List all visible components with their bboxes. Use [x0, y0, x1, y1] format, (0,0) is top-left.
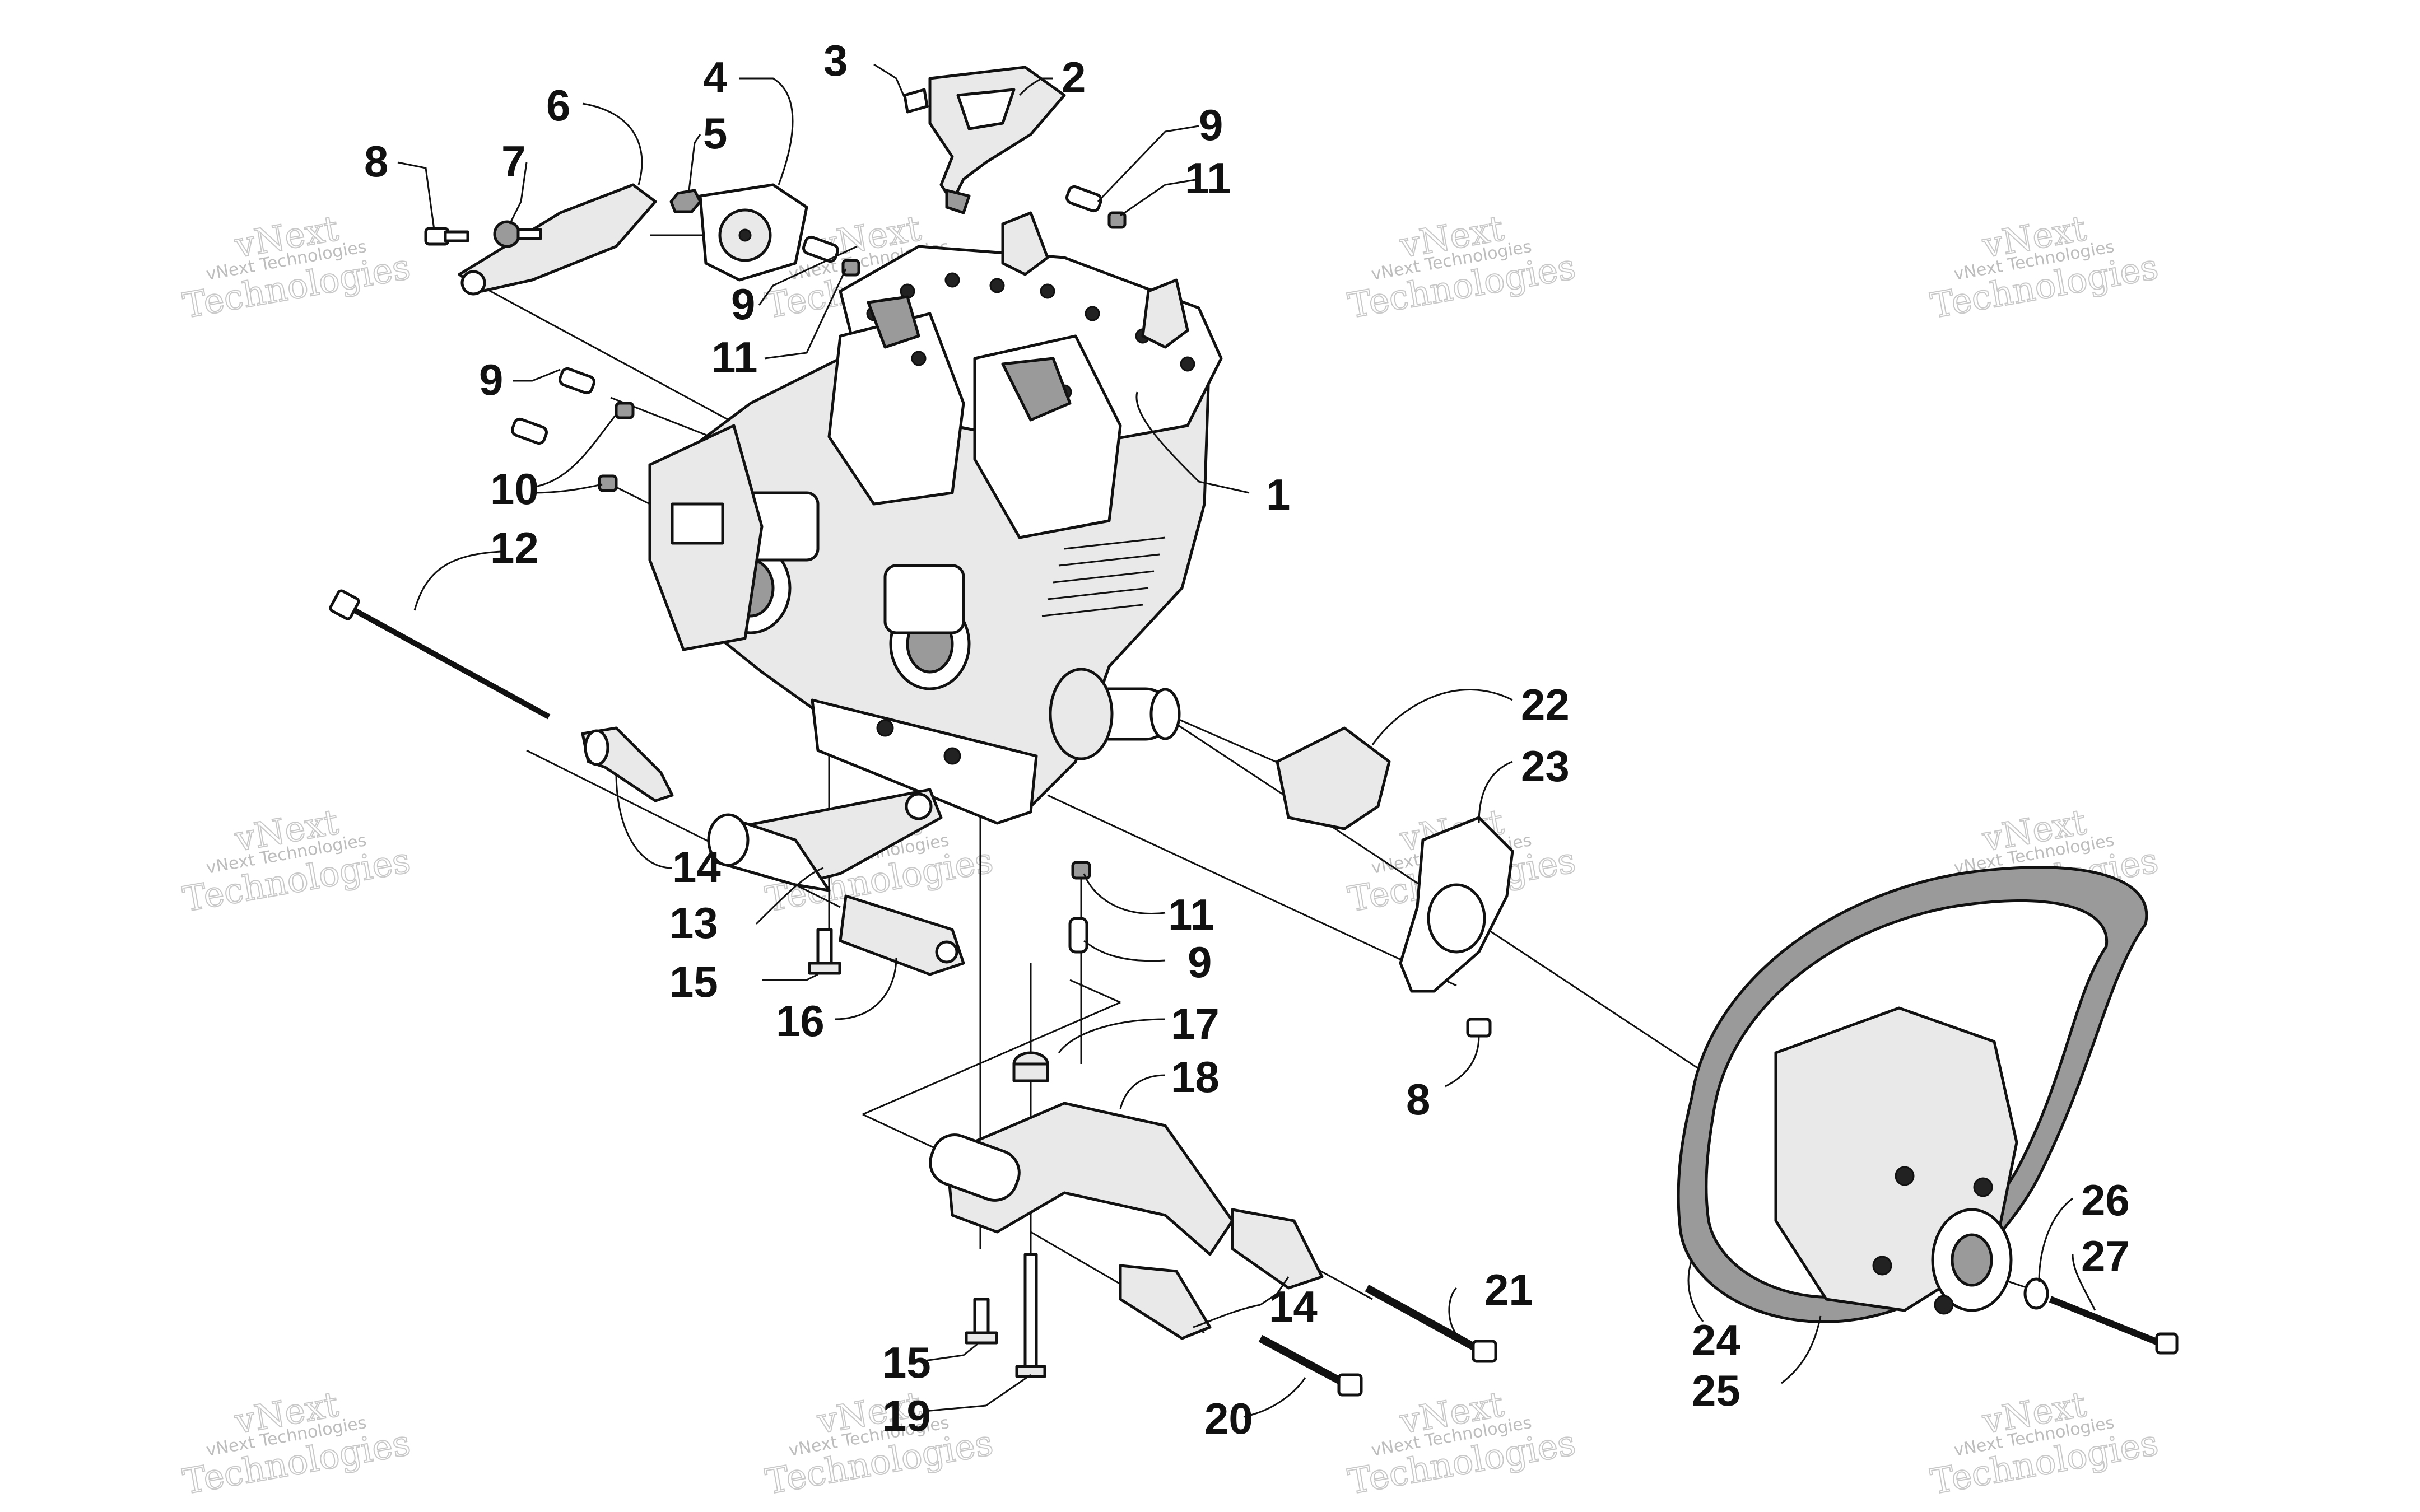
callout-7: 7 — [501, 137, 525, 186]
callout-14b: 14 — [1269, 1282, 1318, 1331]
callout-5: 5 — [703, 109, 727, 158]
bolt — [493, 220, 521, 248]
watermark: vNext Technologies vNext Technologies — [179, 801, 414, 921]
callout-16: 16 — [776, 996, 825, 1046]
callout-8b: 8 — [1406, 1075, 1430, 1124]
callout-12: 12 — [490, 523, 539, 572]
callout-14a: 14 — [672, 842, 721, 892]
callout-26: 26 — [2081, 1175, 2130, 1225]
bolt — [973, 1298, 990, 1334]
callout-18: 18 — [1171, 1052, 1220, 1102]
nut — [669, 189, 702, 213]
callout-10: 10 — [490, 464, 539, 514]
callout-9b: 9 — [731, 279, 755, 329]
callout-numbers: 1 2 3 4 5 6 7 8 8 9 9 9 9 10 11 11 11 12… — [364, 36, 2130, 1443]
callout-22: 22 — [1521, 680, 1570, 729]
washer — [2023, 1277, 2049, 1310]
watermark: vNext Technologies vNext Technologies — [179, 1383, 414, 1503]
callout-24: 24 — [1692, 1315, 1740, 1365]
callout-1: 1 — [1266, 470, 1290, 519]
spacer — [839, 894, 965, 976]
callout-15b: 15 — [882, 1338, 931, 1387]
clip — [903, 88, 929, 114]
callout-9d: 9 — [1188, 937, 1212, 987]
callout-15a: 15 — [669, 957, 718, 1006]
bolt — [1466, 1018, 1492, 1038]
callout-25: 25 — [1692, 1366, 1740, 1415]
bushing — [1119, 1264, 1212, 1340]
callout-11b: 11 — [711, 333, 757, 382]
callout-19: 19 — [882, 1391, 931, 1440]
bracket — [458, 183, 657, 293]
callout-20: 20 — [1204, 1394, 1253, 1443]
callout-23: 23 — [1521, 741, 1570, 791]
callout-8a: 8 — [364, 137, 388, 186]
callout-13: 13 — [669, 898, 718, 948]
mount — [945, 1102, 1234, 1256]
callout-21: 21 — [1484, 1265, 1533, 1314]
callout-4: 4 — [703, 53, 727, 102]
parts — [329, 66, 2179, 1397]
bolt — [816, 928, 833, 965]
starter-handle — [928, 66, 1066, 203]
bushing — [1231, 1208, 1324, 1290]
watermark: vNext Technologies vNext Technologies — [179, 207, 414, 327]
bolt — [1023, 1253, 1038, 1368]
callout-17: 17 — [1171, 999, 1220, 1048]
callout-2: 2 — [1062, 53, 1086, 102]
watermark: vNext Technologies vNext Technologies — [762, 1383, 997, 1503]
callout-27: 27 — [2081, 1231, 2130, 1281]
callout-3: 3 — [823, 36, 848, 85]
callout-9a: 9 — [1199, 100, 1223, 150]
watermark: vNext Technologies vNext Technologies — [1344, 1383, 1579, 1503]
shield — [1276, 726, 1391, 830]
callout-6: 6 — [546, 81, 570, 130]
watermark: vNext Technologies vNext Technologies — [1927, 1383, 2162, 1503]
watermark: vNext Technologies vNext Technologies — [1344, 207, 1579, 327]
callout-11a: 11 — [1185, 153, 1231, 203]
leader-lines — [397, 63, 2096, 1418]
callout-9c: 9 — [479, 355, 503, 404]
callout-11c: 11 — [1168, 890, 1214, 939]
watermark: vNext Technologies vNext Technologies — [1927, 207, 2162, 327]
engine-assembly — [648, 211, 1223, 825]
